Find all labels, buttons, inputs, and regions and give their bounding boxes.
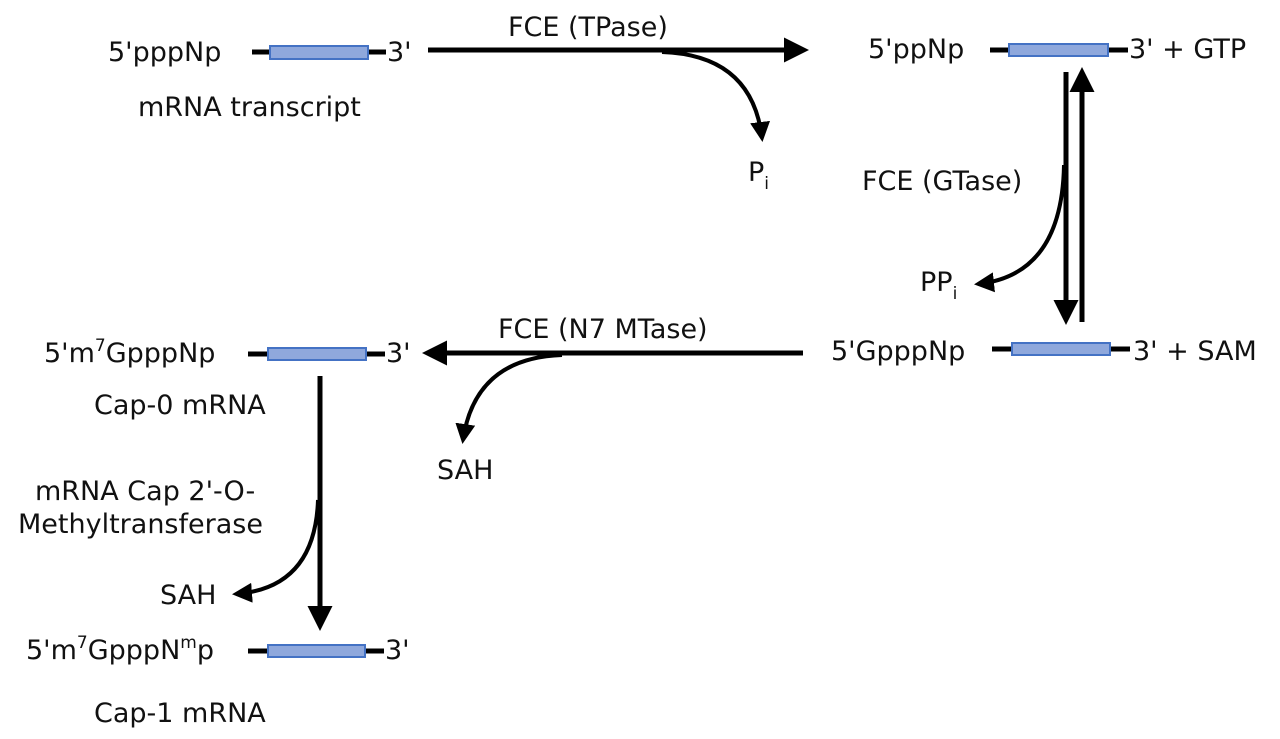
2o-mtase-byproduct-arrow — [232, 499, 320, 603]
species-diphosphate-rna: 5'ppNp 3' + GTP — [868, 34, 1246, 65]
tpase-enzyme-label: FCE (TPase) — [508, 12, 668, 43]
diphosphate-5prime-label: 5'ppNp — [868, 34, 964, 65]
reaction-n7-mtase: FCE (N7 MTase) SAH — [422, 314, 803, 486]
cap0-3prime-label: 3' — [386, 338, 411, 369]
species-cap1-mrna: 5'm7GpppNmp 3' Cap-1 mRNA — [26, 633, 410, 729]
gppp-strand-bar — [1011, 342, 1111, 356]
n7mtase-byproduct-label: SAH — [437, 455, 493, 486]
gtase-enzyme-label: FCE (GTase) — [862, 166, 1022, 197]
reaction-gtase: FCE (GTase) PPi — [862, 67, 1095, 325]
tpase-byproduct-label: Pi — [748, 157, 769, 194]
gtase-byproduct-arrow — [974, 164, 1066, 293]
n7mtase-enzyme-label: FCE (N7 MTase) — [498, 314, 708, 345]
transcript-3prime-label: 3' — [387, 37, 412, 68]
reaction-2o-mtase: mRNA Cap 2'-O- Methyltransferase SAH — [18, 376, 333, 631]
2o-mtase-byproduct-label: SAH — [160, 580, 216, 611]
transcript-caption: mRNA transcript — [138, 92, 361, 123]
cap0-strand-bar — [267, 347, 367, 361]
cap0-5prime-label: 5'm7GpppNp — [44, 336, 215, 369]
cap1-caption: Cap-1 mRNA — [94, 698, 266, 729]
species-cap0-mrna: 5'm7GpppNp 3' Cap-0 mRNA — [44, 336, 411, 421]
gppp-5prime-label: 5'GpppNp — [831, 336, 965, 367]
transcript-strand-bar — [269, 45, 369, 60]
diphosphate-3prime-label: 3' + GTP — [1129, 34, 1246, 65]
cap1-3prime-label: 3' — [385, 635, 410, 666]
cap1-strand-bar — [267, 644, 366, 658]
transcript-5prime-label: 5'pppNp — [108, 37, 221, 68]
cap1-5prime-label: 5'm7GpppNmp — [26, 633, 214, 666]
diphosphate-strand-bar — [1008, 43, 1109, 57]
reaction-tpase: FCE (TPase) Pi — [428, 12, 809, 194]
cap0-caption: Cap-0 mRNA — [94, 390, 266, 421]
species-gppp-rna: 5'GpppNp 3' + SAM — [831, 336, 1257, 367]
tpase-byproduct-arrow — [661, 50, 771, 142]
gtase-byproduct-label: PPi — [920, 267, 957, 304]
gppp-3prime-label: 3' + SAM — [1133, 336, 1257, 367]
species-mrna-transcript: 5'pppNp 3' mRNA transcript — [108, 37, 412, 123]
2o-mtase-enzyme-label-line1: mRNA Cap 2'-O- — [35, 476, 255, 507]
n7mtase-byproduct-arrow — [455, 353, 563, 444]
2o-mtase-enzyme-label-line2: Methyltransferase — [18, 509, 263, 540]
